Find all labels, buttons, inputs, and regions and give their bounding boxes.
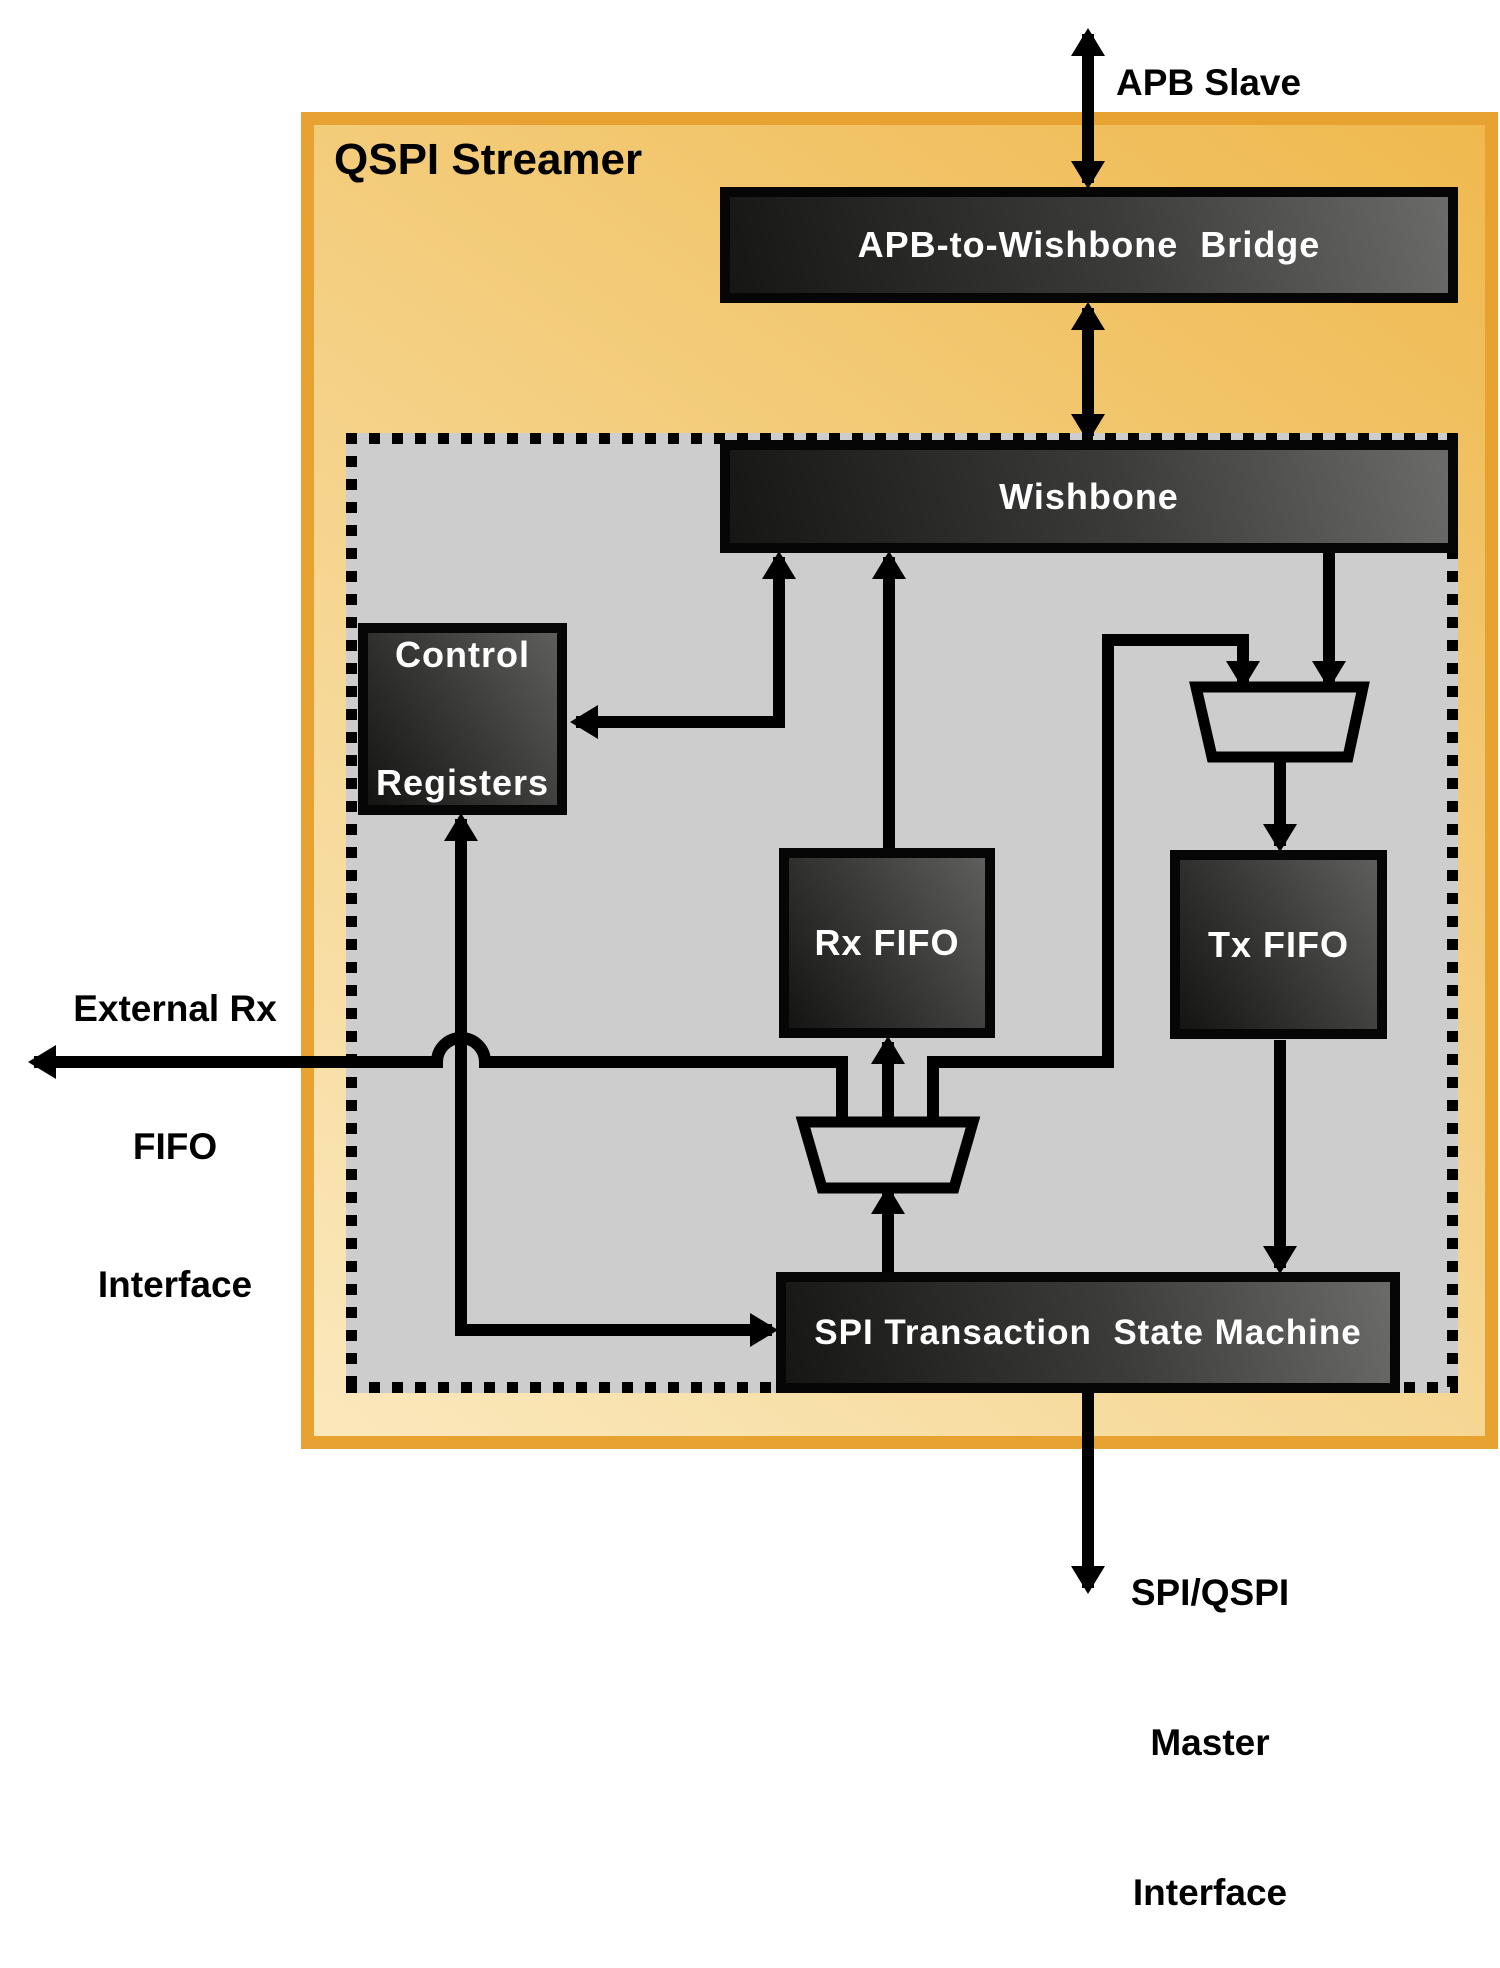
control-registers-block: Control Registers [358, 623, 567, 815]
wiring-layer [27, 27, 1370, 1594]
bridge-label: APB-to-Wishbone Bridge [857, 224, 1321, 265]
spi-qspi-master-interface-label: SPI/QSPI Master Interface [1130, 1572, 1290, 1913]
tx-input-mux [1189, 681, 1370, 763]
control-registers-label: Control Registers [375, 634, 550, 803]
spi-transaction-state-machine-block: SPI Transaction State Machine [776, 1272, 1400, 1393]
wishbone-block: Wishbone [720, 440, 1458, 553]
spi-tsm-label: SPI Transaction State Machine [814, 1312, 1362, 1352]
loopback-txmux-arrow [927, 634, 1260, 1125]
rx-output-demux [795, 1116, 981, 1194]
tx-fifo-label: Tx FIFO [1208, 923, 1349, 965]
control-registers-tsm-arrow [444, 813, 778, 1347]
rx-fifo-block: Rx FIFO [779, 848, 995, 1038]
apb-to-wishbone-bridge-block: APB-to-Wishbone Bridge [720, 187, 1458, 303]
control-registers-wishbone-arrow [570, 551, 796, 739]
rx-fifo-label: Rx FIFO [814, 922, 960, 963]
tx-fifo-block: Tx FIFO [1170, 850, 1387, 1039]
diagram-title: QSPI Streamer [334, 135, 643, 184]
wishbone-label: Wishbone [999, 475, 1179, 517]
apb-slave-label: APB Slave [1116, 62, 1302, 103]
external-rx-fifo-interface-label: External Rx FIFO Interface [73, 988, 277, 1305]
